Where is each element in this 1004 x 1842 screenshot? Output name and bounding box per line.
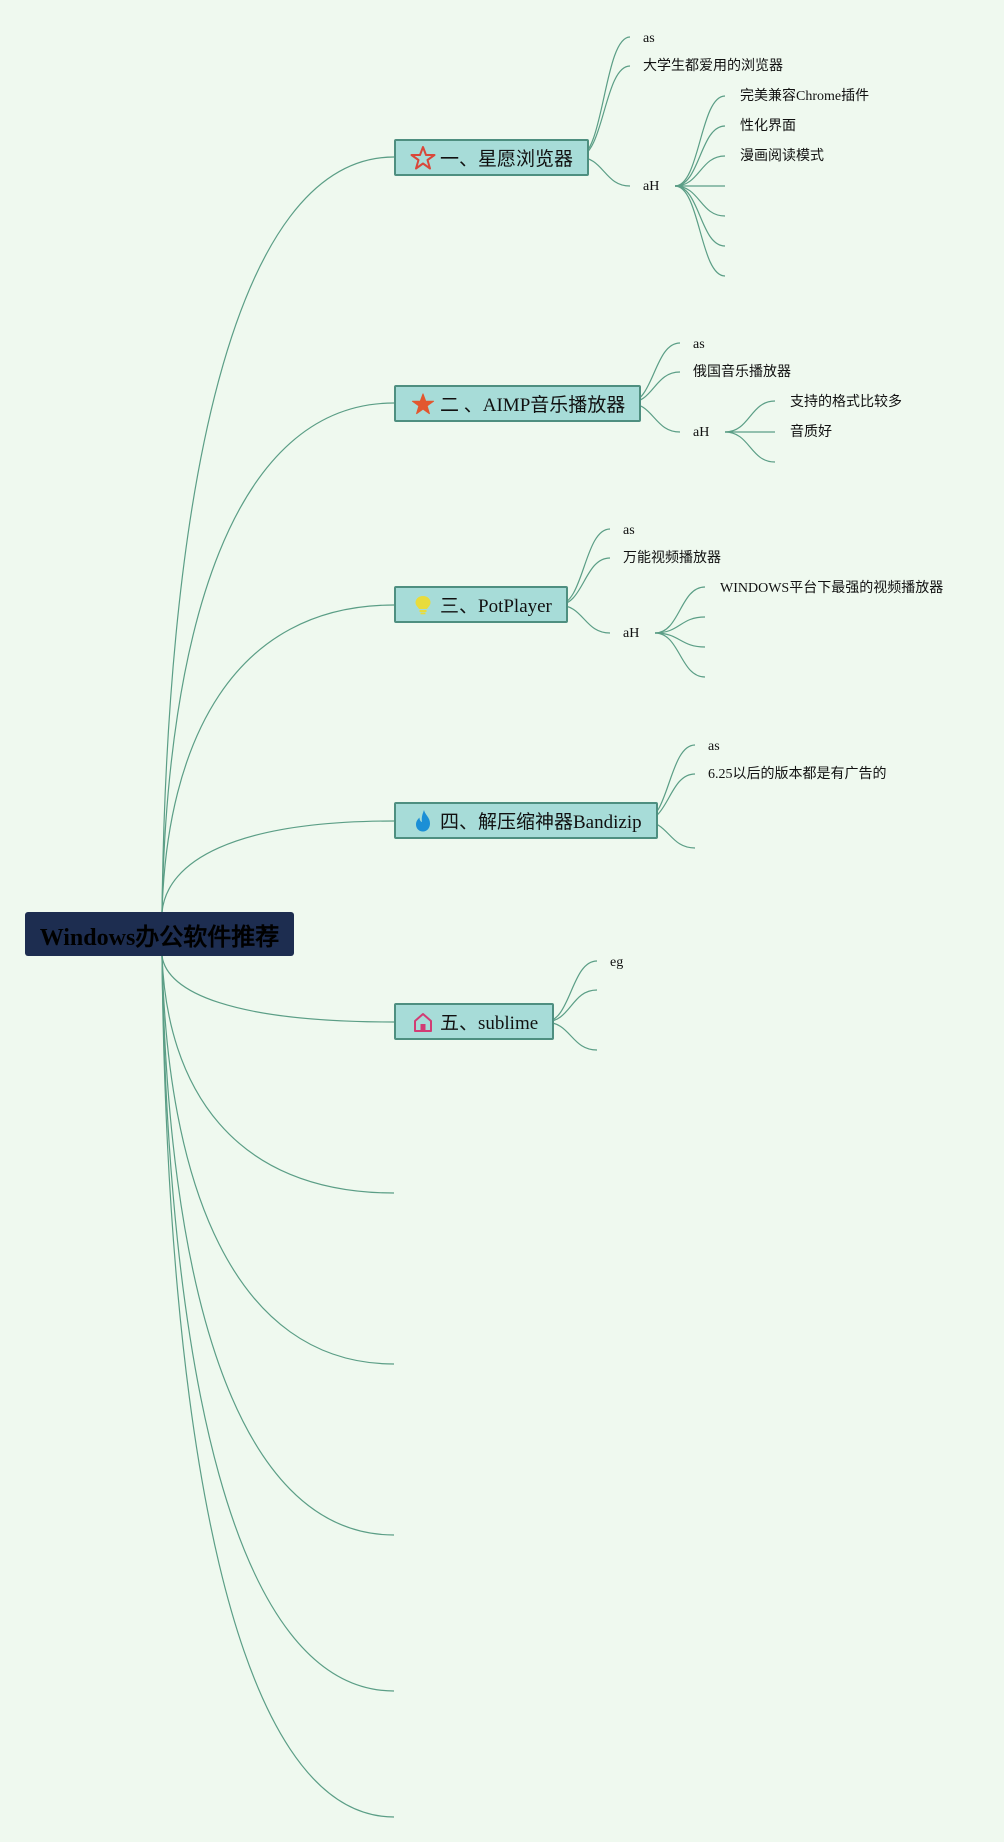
connector-line <box>654 632 706 678</box>
leaf-node[interactable]: 完美兼容Chrome插件 <box>740 89 870 104</box>
root-connector-line <box>161 955 395 1536</box>
connector-line <box>674 95 726 187</box>
root-connector-line <box>161 955 395 1194</box>
branch-label: 二 、AIMP音乐播放器 <box>440 395 626 416</box>
leaf-node[interactable]: 6.25以后的版本都是有广告的 <box>708 767 887 782</box>
lightbulb-icon <box>410 592 436 618</box>
flame-icon <box>410 808 436 834</box>
leaf-node[interactable]: aH <box>693 425 710 440</box>
connector-line <box>674 185 726 247</box>
root-node[interactable]: Windows办公软件推荐 <box>25 912 294 956</box>
leaf-node[interactable]: eg <box>610 955 624 970</box>
connector-line <box>724 431 776 463</box>
home-icon <box>410 1009 436 1035</box>
root-connector-line <box>161 156 395 913</box>
leaf-node[interactable]: 大学生都爱用的浏览器 <box>643 59 783 74</box>
leaf-node[interactable]: 性化界面 <box>740 119 796 134</box>
root-connector-line <box>161 402 395 913</box>
connector-line <box>654 616 706 634</box>
leaf-node[interactable]: 万能视频播放器 <box>623 551 721 566</box>
leaf-node[interactable]: 支持的格式比较多 <box>790 395 902 410</box>
leaf-node[interactable]: WINDOWS平台下最强的视频播放器 <box>720 581 944 596</box>
leaf-node[interactable]: 漫画阅读模式 <box>740 149 824 164</box>
connector-line <box>674 185 726 277</box>
root-node-label: Windows办公软件推荐 <box>39 924 280 951</box>
connector-line <box>724 400 776 433</box>
branch-label: 三、PotPlayer <box>440 596 552 617</box>
root-connector-line <box>161 955 395 1365</box>
root-connector-line <box>161 604 395 913</box>
connector-line <box>674 185 726 217</box>
root-connector-line <box>161 820 395 913</box>
leaf-node[interactable]: 俄国音乐播放器 <box>693 365 791 380</box>
leaf-node[interactable]: as <box>693 337 705 352</box>
root-connector-line <box>161 955 395 1023</box>
branch-node-1[interactable]: 一、星愿浏览器 <box>394 139 590 176</box>
branch-node-5[interactable]: 五、sublime <box>394 1003 555 1040</box>
branch-node-4[interactable]: 四、解压缩神器Bandizip <box>394 802 658 839</box>
branch-label: 一、星愿浏览器 <box>440 149 574 170</box>
star-filled-icon <box>410 391 436 417</box>
leaf-node[interactable]: as <box>643 31 655 46</box>
star-outline-icon <box>410 145 436 171</box>
root-connector-line <box>161 955 395 1692</box>
connector-line <box>674 155 726 187</box>
leaf-node[interactable]: aH <box>623 626 640 641</box>
leaf-node[interactable]: as <box>623 523 635 538</box>
leaf-node[interactable]: 音质好 <box>790 425 832 440</box>
branch-node-2[interactable]: 二 、AIMP音乐播放器 <box>394 385 642 422</box>
leaf-node[interactable]: as <box>708 739 720 754</box>
connector-line <box>654 586 706 634</box>
branch-label: 五、sublime <box>440 1013 539 1034</box>
root-connector-line <box>161 955 395 1818</box>
branch-label: 四、解压缩神器Bandizip <box>440 812 642 833</box>
branch-node-3[interactable]: 三、PotPlayer <box>394 586 568 623</box>
leaf-node[interactable]: aH <box>643 179 660 194</box>
connector-line <box>674 125 726 187</box>
